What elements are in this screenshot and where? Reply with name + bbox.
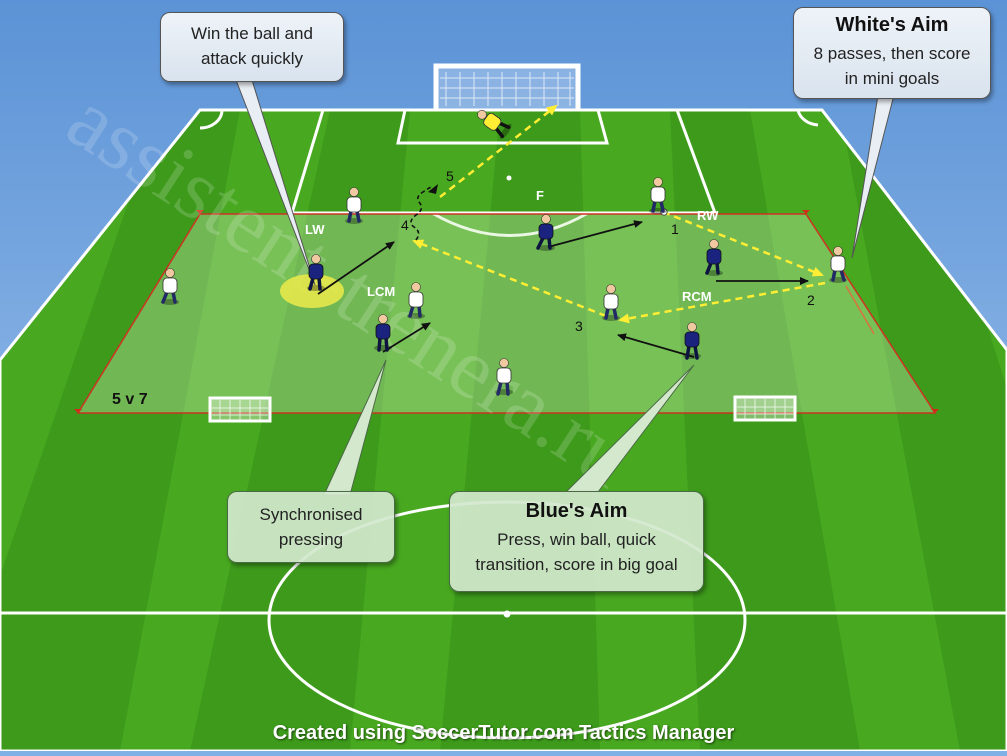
callout-whites-aim: White's Aim 8 passes, then score in mini… [793,7,991,99]
pass-number-4: 4 [401,217,409,233]
white-player-centre [495,358,513,396]
callout-sync-pressing-text: Synchronised pressing [259,505,363,549]
pass-number-3: 3 [575,318,583,334]
white-player-lcm-area [407,282,425,319]
mini-goal-left [208,396,272,423]
run-line [845,285,875,335]
pass-number-5: 5 [446,168,454,184]
movement-arrows [317,220,809,358]
corner-arc-left [199,109,224,130]
label-rcm: RCM [682,289,712,304]
callout-blues-aim-body: Press, win ball, quick transition, score… [475,530,678,574]
callout-blues-aim-title: Blue's Aim [525,500,628,522]
white-player-pass-3 [602,284,620,321]
callout-blues-aim: Blue's Aim Press, win ball, quick transi… [449,491,704,592]
goalkeeper [477,109,512,139]
label-f: F [536,188,544,203]
pass-number-1: 1 [671,221,679,237]
label-lcm: LCM [367,284,395,299]
footer-credit: Created using SoccerTutor.com Tactics Ma… [272,722,735,744]
move-arrow-f [547,220,643,248]
callout-sync-pressing: Synchronised pressing [227,491,395,563]
move-arrow-lcm [382,322,431,353]
move-arrow-lw [317,241,395,295]
corner-arc-right [796,109,819,127]
big-goal [433,63,581,110]
area-label: 5 v 7 [112,391,148,408]
white-player-right-wide [829,246,847,283]
six-yard-box [396,109,609,145]
blue-player-f [536,214,555,251]
pass-arrow-1 [662,210,824,277]
blue-player-lcm [374,314,392,352]
pass-arrows [412,104,826,324]
callout-win-ball-text: Win the ball and attack quickly [191,24,313,68]
white-player-left-wide [161,268,179,305]
callout-whites-aim-title: White's Aim [835,14,949,36]
move-arrow-rcm [617,333,695,358]
centre-spot [503,610,511,618]
pitch-boundary [0,108,1007,753]
pass-number-2: 2 [807,292,815,308]
blue-player-rw [705,239,723,276]
lw-highlight-circle [280,274,344,308]
white-player-rw-area [649,177,667,214]
penalty-spot [506,175,512,181]
blue-player-rcm [683,322,701,360]
pass-arrow-3 [412,239,607,318]
label-rw: RW [697,208,719,223]
penalty-arc [431,211,589,237]
pass-arrow-5 [439,104,558,198]
penalty-area [289,109,718,215]
callout-whites-aim-body: 8 passes, then score in mini goals [813,44,971,88]
dribble-path [410,186,432,241]
callout-win-ball: Win the ball and attack quickly [160,12,344,82]
mini-goal-right [733,395,797,422]
blue-player-lw [307,254,325,291]
pass-arrow-2 [618,281,826,324]
label-lw: LW [305,222,325,237]
dribble-arrowhead [428,184,438,194]
white-player-lw-area [345,187,363,224]
